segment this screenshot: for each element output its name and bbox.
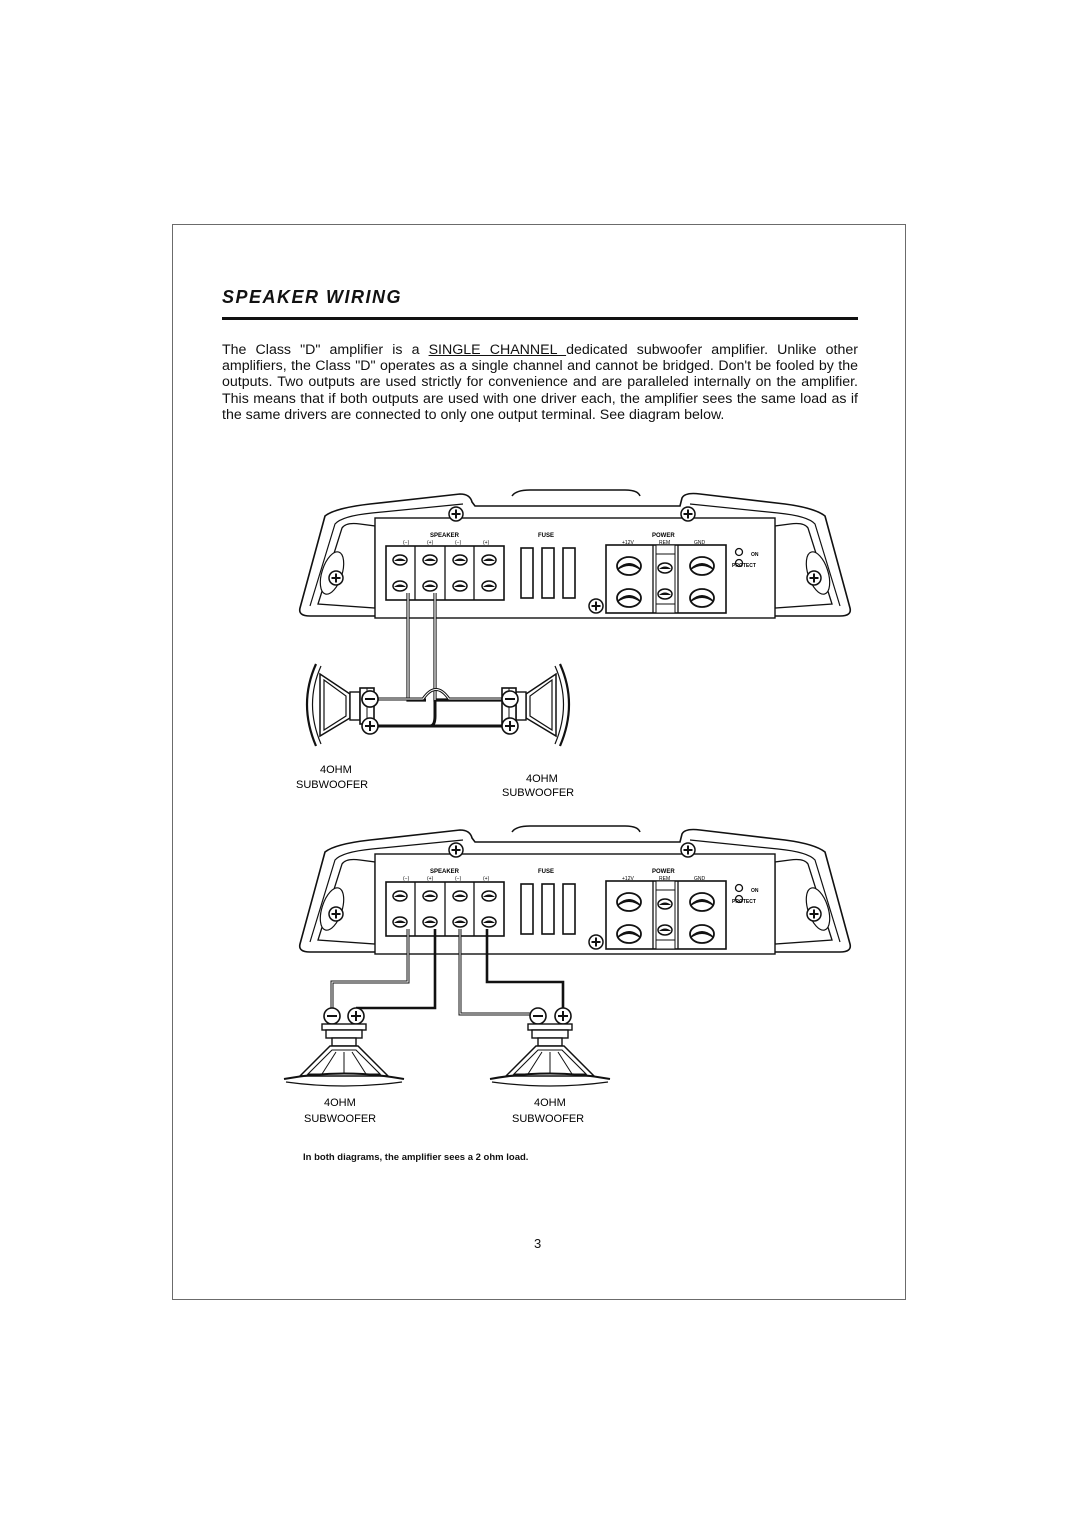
single-channel-emphasis: SINGLE CHANNEL (428, 342, 567, 358)
plus-label: (+) (427, 876, 434, 882)
on-label: ON (751, 552, 759, 558)
minus-label: (−) (455, 540, 462, 546)
minus-label: (−) (403, 540, 410, 546)
page-number: 3 (534, 1236, 542, 1251)
right-subwoofer (489, 1023, 611, 1087)
speaker-label: SPEAKER (430, 533, 460, 539)
right-ohm-label: 4OHM (534, 1097, 566, 1109)
left-subwoofer-label: SUBWOOFER (304, 1113, 376, 1125)
left-subwoofer-label: SUBWOOFER (296, 779, 368, 791)
fuse-label: FUSE (538, 533, 554, 539)
speaker-label: SPEAKER (430, 869, 460, 875)
wiring (378, 593, 510, 728)
dual-output-wiring-diagram: SPEAKER FUSE POWER (−) (+) (−) (+) +12V … (283, 824, 870, 1125)
plus-label: (+) (483, 540, 490, 546)
right-subwoofer-label: SUBWOOFER (502, 787, 574, 799)
intro-paragraph: The Class "D" amplifier is a SINGLE CHAN… (222, 342, 858, 423)
paragraph-rest: dedicated subwoofer amplifier. Unlike ot… (222, 342, 859, 423)
title-rule (222, 317, 858, 320)
page-title: SPEAKER WIRING (222, 287, 403, 307)
protect-label: PROTECT (732, 899, 756, 905)
fuse-label: FUSE (538, 869, 554, 875)
rem-label: REM (659, 540, 670, 546)
diagram-caption: In both diagrams, the amplifier sees a 2… (303, 1152, 529, 1163)
amplifier-illustration: SPEAKER FUSE POWER (−) (+) (−) (+) +12V … (300, 490, 851, 618)
right-subwoofer-label: SUBWOOFER (512, 1113, 584, 1125)
left-ohm-label: 4OHM (320, 764, 352, 776)
power-label: POWER (652, 533, 675, 539)
amplifier-illustration: SPEAKER FUSE POWER (−) (+) (−) (+) +12V … (300, 826, 851, 954)
left-ohm-label: 4OHM (324, 1097, 356, 1109)
power-label: POWER (652, 869, 675, 875)
on-label: ON (751, 888, 759, 894)
minus-label: (−) (403, 876, 410, 882)
left-subwoofer (283, 1023, 405, 1087)
plus-label: (+) (483, 876, 490, 882)
paragraph-start: The Class "D" amplifier is a (222, 342, 429, 358)
plus-label: (+) (427, 540, 434, 546)
wiring (330, 929, 565, 1016)
minus-label: (−) (455, 876, 462, 882)
parallel-wiring-diagram: SPEAKER FUSE POWER (−) (+) (−) (+) +12V … (296, 488, 870, 799)
page-frame (172, 224, 906, 1300)
gnd-label: GND (694, 876, 706, 882)
protect-label: PROTECT (732, 563, 756, 569)
gnd-label: GND (694, 540, 706, 546)
rem-label: REM (659, 876, 670, 882)
right-ohm-label: 4OHM (526, 773, 558, 785)
v12-label: +12V (622, 540, 634, 546)
v12-label: +12V (622, 876, 634, 882)
